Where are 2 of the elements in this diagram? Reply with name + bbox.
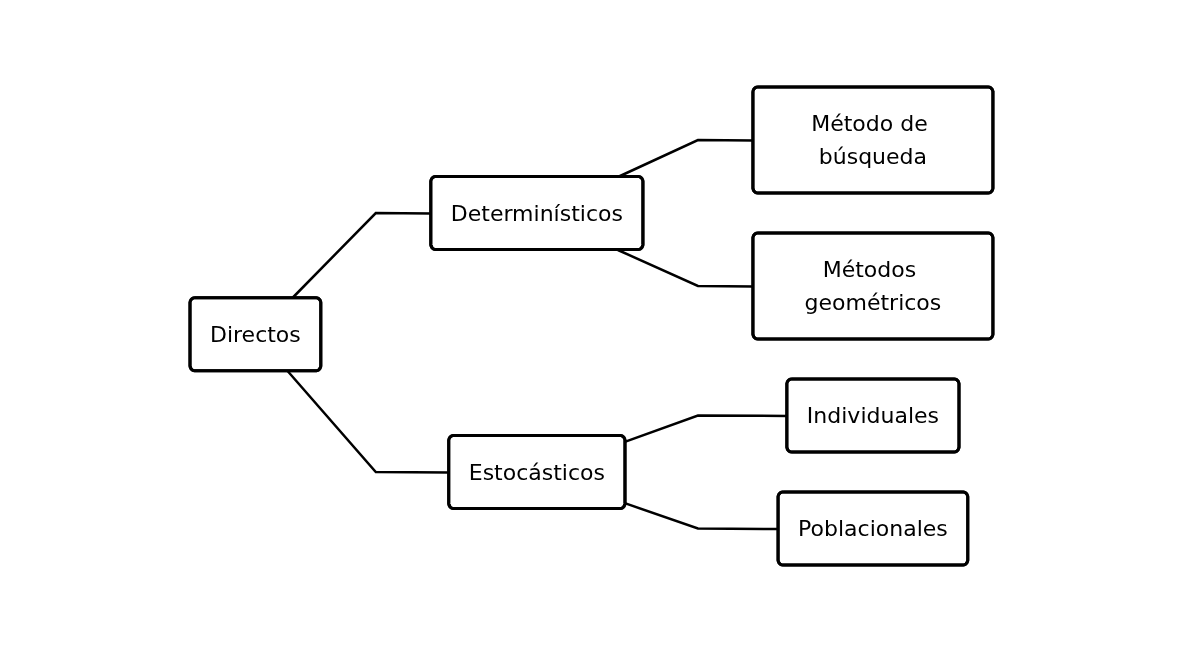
connector [624,414,787,443]
connector [286,370,449,474]
